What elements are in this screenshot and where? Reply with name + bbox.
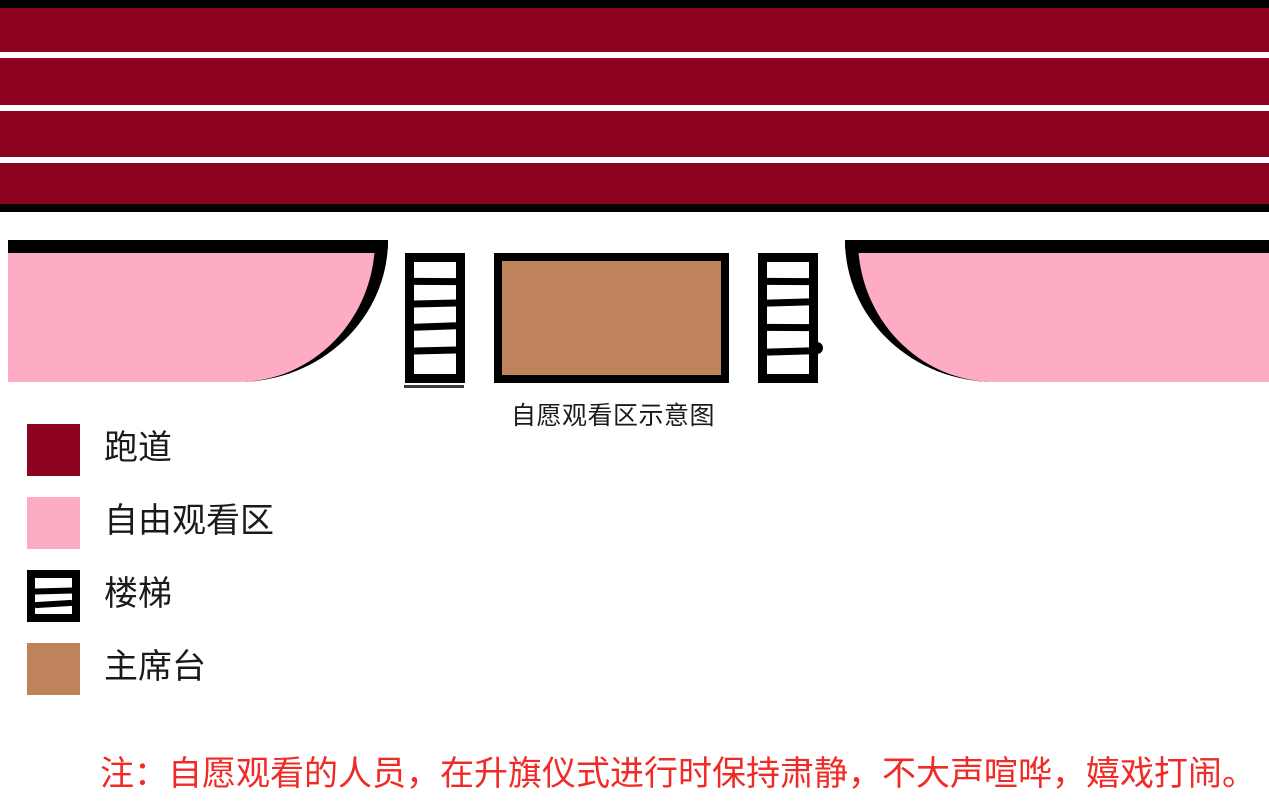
track-border-top [0, 0, 1269, 8]
stairs-swatch-icon [27, 570, 80, 622]
stair-step [34, 587, 73, 595]
stair-step [34, 599, 73, 609]
stair-step [413, 346, 457, 355]
stair-step [413, 277, 457, 286]
viewing-area-right [845, 240, 1269, 382]
legend-label: 自由观看区 [104, 502, 274, 540]
stair-step [413, 322, 457, 331]
stair-step [766, 323, 810, 332]
legend-item-track: 跑道 [27, 424, 627, 497]
stair-step [766, 277, 810, 286]
legend-item-stairs: 楼梯 [27, 570, 627, 643]
track-border-bottom [0, 204, 1269, 212]
stair-step [766, 347, 810, 356]
legend-item-viewing-area: 自由观看区 [27, 497, 627, 570]
track-lane-line-2 [0, 105, 1269, 111]
stairs-block-left [405, 253, 465, 383]
diagram-caption: 自愿观看区示意图 [510, 402, 715, 430]
legend-label: 跑道 [104, 429, 172, 467]
viewing-area-left [8, 240, 388, 382]
stair-step [766, 298, 810, 307]
podium-swatch-icon [27, 643, 80, 695]
viewing-area-diagram [0, 212, 1269, 392]
track-lane-line-1 [0, 52, 1269, 58]
stairs-connector-dot [811, 342, 823, 354]
stairs-baseline-left [404, 385, 464, 388]
track-lane-line-3 [0, 157, 1269, 163]
track-swatch-icon [27, 424, 80, 476]
running-track [0, 0, 1269, 212]
podium-stage [494, 253, 729, 383]
legend-label: 主席台 [104, 648, 206, 686]
legend-label: 楼梯 [104, 575, 172, 613]
legend-item-podium: 主席台 [27, 643, 627, 716]
viewing-area-swatch-icon [27, 497, 80, 549]
stair-step [413, 299, 457, 308]
stairs-block-right [758, 253, 818, 383]
note-text: 注：自愿观看的人员，在升旗仪式进行时保持肃静，不大声喧哗，嬉戏打闹。 [100, 755, 1256, 793]
legend: 跑道 自由观看区 楼梯 主席台 [27, 424, 627, 716]
